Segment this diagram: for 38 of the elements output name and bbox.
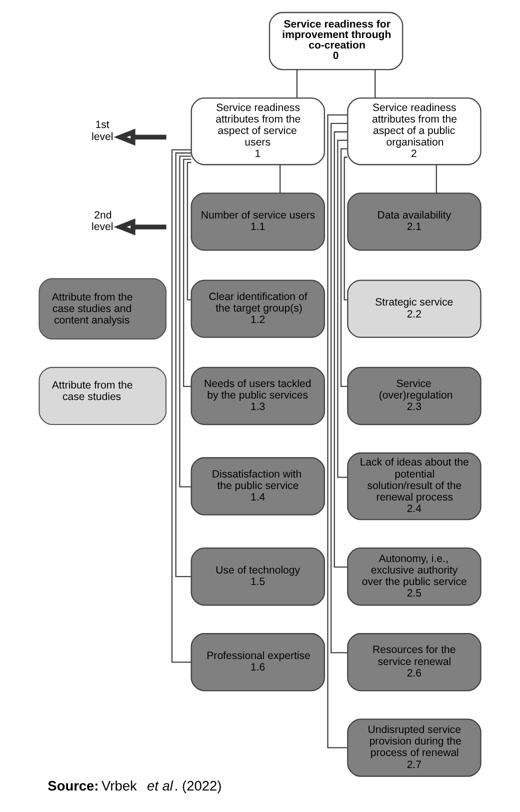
node-box: Service readiness attributes from the aspect of service users 1 <box>190 98 326 166</box>
connector <box>334 131 348 568</box>
node-box: Data availability 2.1 <box>347 192 482 251</box>
connector <box>327 114 348 748</box>
legend-label: Attribute from the case studies <box>52 380 133 404</box>
arrow <box>114 128 166 146</box>
connector <box>436 164 437 194</box>
node-box: Use of technology 1.5 <box>190 548 326 606</box>
legend-label: Attribute from the case studies and content analysis <box>52 291 133 327</box>
node-box: Professional expertise 1.6 <box>190 633 326 692</box>
connector <box>183 158 192 388</box>
arrow <box>114 218 166 236</box>
node-text: 1st level <box>92 119 114 143</box>
node-box: Resources for the service renewal 2.6 <box>347 633 482 692</box>
node-box: Autonomy, i.e., exclusive authority over the public service 2.5 <box>347 548 482 606</box>
node-box: Lack of ideas about the potential solution/result of the renewal process 2.4 <box>347 452 482 520</box>
connector <box>179 156 192 488</box>
node-text: 2nd level <box>92 210 114 234</box>
connector <box>374 70 376 98</box>
node-box: Needs of users tackled by the public services 1.3 <box>190 366 326 426</box>
node-box: Service (over)regulation 2.3 <box>347 366 482 426</box>
node-box: Undisrupted service provision during the process of renewal 2.7 <box>347 718 482 777</box>
caption: Source: Vrbek et al. (2022) <box>48 778 222 794</box>
connector <box>296 70 298 98</box>
connector <box>171 149 192 663</box>
node-box: Dissatisfaction with the public service 1.4 <box>190 457 326 516</box>
connector <box>186 162 192 300</box>
connector <box>337 140 348 478</box>
connector <box>280 164 281 194</box>
node-box: Number of service users 1.1 <box>190 192 326 251</box>
node-box: Service readiness attributes from the aspect of a public organisation 2 <box>347 98 482 166</box>
node-box: Service readiness for improvement through co-creation 0 <box>268 12 404 70</box>
connector <box>330 122 348 654</box>
node-box: Clear identification of the target group(s) 1.2 <box>190 280 326 338</box>
connector <box>340 148 348 388</box>
connector <box>175 152 192 578</box>
connector <box>344 156 348 300</box>
node-box: Strategic service 2.2 <box>347 280 482 338</box>
